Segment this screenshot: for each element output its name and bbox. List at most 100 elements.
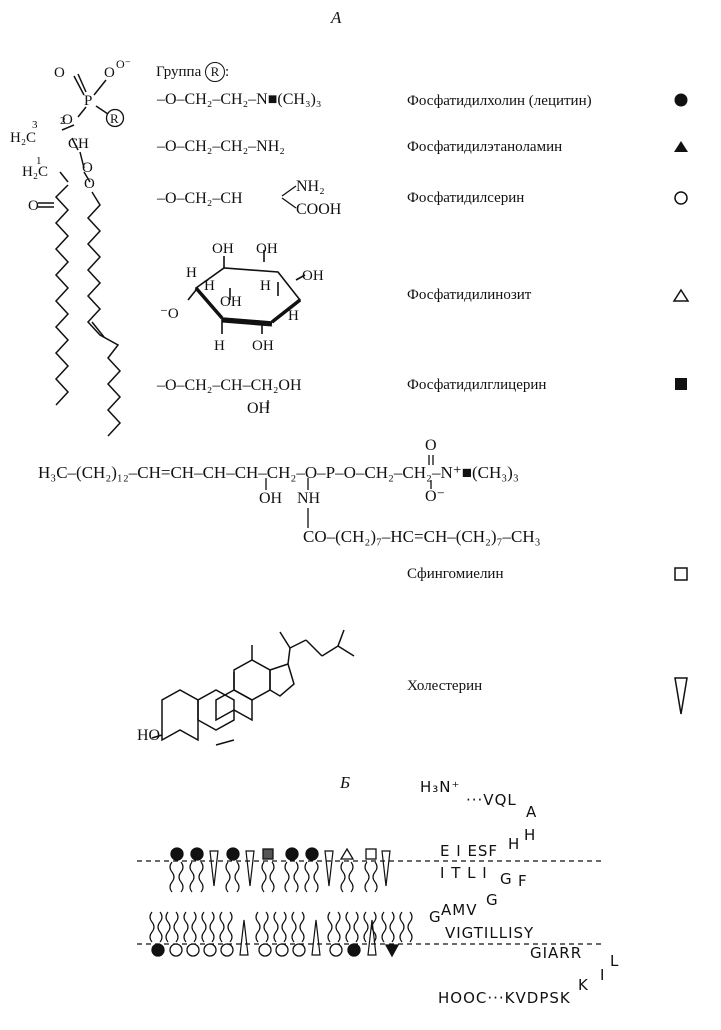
name-cholesterol: Холестерин bbox=[407, 678, 483, 694]
glycerol-c1: H₂C bbox=[22, 164, 48, 180]
peptide-segment: H bbox=[508, 835, 521, 853]
head-phosphatidylserine bbox=[203, 943, 217, 957]
outer-cholesterol-cones bbox=[209, 850, 391, 887]
peptide-segment: G bbox=[500, 870, 513, 888]
group-header-text: Группа bbox=[156, 64, 202, 80]
outer-leaflet-heads bbox=[170, 847, 377, 861]
inositol-oh-4: OH bbox=[220, 294, 242, 310]
head-phosphatidylcholine bbox=[305, 847, 319, 861]
glycerol-c3: H₂C bbox=[10, 130, 36, 146]
name-phosphatidylethanolamine: Фосфатидилэтаноламин bbox=[407, 139, 563, 155]
sphingomyelin-p-o-top: O bbox=[425, 437, 437, 454]
inositol-ring bbox=[187, 250, 306, 334]
head-phosphatidylserine bbox=[292, 943, 306, 957]
peptide-segment: H₃N⁺ bbox=[420, 778, 461, 796]
peptide-segment: F bbox=[518, 872, 528, 890]
peptide-segment: ···VQL bbox=[466, 791, 517, 809]
peptide-segment: A bbox=[526, 803, 538, 821]
inositol-oh-3: OH bbox=[302, 268, 324, 284]
carbonyl-o1: O bbox=[28, 198, 39, 214]
glycerol-c2: CH bbox=[68, 136, 89, 152]
inositol-h-1: H bbox=[186, 265, 197, 281]
head-phosphatidylcholine bbox=[151, 943, 165, 957]
peptide-segment: AMV bbox=[441, 901, 478, 919]
legend-open-square bbox=[674, 567, 688, 581]
inositol-h-4: H bbox=[288, 308, 299, 324]
head-phosphatidylinositol bbox=[339, 847, 355, 860]
serine-nh2: NH₂ bbox=[296, 178, 325, 195]
section-label-a: А bbox=[331, 8, 342, 27]
legend-filled-square bbox=[675, 378, 687, 390]
phosphate-o2: O bbox=[104, 65, 115, 81]
peptide-segment: L bbox=[610, 952, 620, 970]
inner-leaflet-tails bbox=[149, 911, 413, 943]
peptide-segment: GIARR bbox=[530, 944, 583, 962]
peptide-segment: G bbox=[486, 891, 499, 909]
head-phosphatidylcholine bbox=[170, 847, 184, 861]
peptide-segment: HOOC···KVDPSK bbox=[438, 989, 571, 1007]
formula-phosphatidylethanolamine: –O–CH₂–CH₂–NH₂ bbox=[157, 138, 285, 155]
section-label-b: Б bbox=[340, 773, 351, 792]
legend-open-circle bbox=[674, 191, 688, 205]
ester-o2: O bbox=[84, 176, 95, 192]
inositol-oh-5: OH bbox=[252, 338, 274, 354]
peptide-segment: I bbox=[600, 966, 606, 984]
inositol-o-minus: ⁻O bbox=[160, 306, 179, 322]
fatty-acid-chain-1 bbox=[54, 184, 70, 406]
head-phosphatidylcholine bbox=[190, 847, 204, 861]
phosphate-o-minus: O⁻ bbox=[116, 57, 131, 71]
fatty-acid-chain-2 bbox=[86, 191, 122, 437]
legend-filled-circle bbox=[674, 93, 688, 107]
sphingomyelin-formula-main: H₃C–(CH₂)₁₂–CH=CH–CH–CH–CH₂–O–P–O–CH₂–CH… bbox=[38, 463, 519, 482]
group-r-symbol: R bbox=[205, 62, 225, 82]
head-phosphatidylserine bbox=[258, 943, 272, 957]
head-phosphatidylethanolamine bbox=[384, 944, 400, 958]
peptide-segment: H bbox=[524, 826, 537, 844]
cholesterol-skeleton bbox=[151, 629, 355, 746]
head-phosphatidylcholine bbox=[226, 847, 240, 861]
phosphate-r-circle bbox=[105, 108, 125, 128]
legend-filled-triangle bbox=[674, 141, 688, 152]
formula-phosphatidylcholine: –O–CH₂–CH₂–N■(CH₃)₃ bbox=[157, 91, 322, 108]
peptide-segment: I T L I bbox=[440, 864, 488, 882]
glycerol-oh: OH bbox=[247, 400, 271, 417]
glycerol-c1-number: 1 bbox=[36, 155, 42, 167]
head-phosphatidylcholine bbox=[347, 943, 361, 957]
name-phosphatidylcholine: Фосфатидилхолин (лецитин) bbox=[407, 93, 592, 109]
peptide-segment: G bbox=[429, 908, 442, 926]
serine-cooh: COOH bbox=[296, 201, 342, 218]
ester-o1: O bbox=[82, 160, 93, 176]
inositol-oh-1: OH bbox=[212, 241, 234, 257]
sphingomyelin-p-o-bottom: O⁻ bbox=[425, 488, 445, 505]
head-phosphatidylserine bbox=[329, 943, 343, 957]
name-phosphatidylinositol: Фосфатидилинозит bbox=[407, 287, 532, 303]
inositol-oh-2: OH bbox=[256, 241, 278, 257]
name-phosphatidylserine: Фосфатидилсерин bbox=[407, 190, 525, 206]
head-phosphatidylglycerol bbox=[262, 848, 274, 860]
peptide-segment: K bbox=[578, 976, 589, 994]
phosphate-o1: O bbox=[54, 65, 65, 81]
sphingomyelin-formula-chain: CO–(CH₂)₇–HC=CH–(CH₂)₇–CH₃ bbox=[303, 527, 541, 546]
inner-leaflet-heads bbox=[151, 943, 400, 958]
legend-open-triangle bbox=[672, 288, 690, 302]
head-phosphatidylcholine bbox=[285, 847, 299, 861]
legend-cone bbox=[674, 677, 688, 715]
formula-phosphatidylglycerol: –O–CH₂–CH–CH₂OH bbox=[157, 377, 302, 394]
group-header: Группа R: bbox=[156, 62, 230, 82]
cholesterol-ho: HO bbox=[137, 727, 161, 744]
name-sphingomyelin: Сфингомиелин bbox=[407, 566, 504, 582]
peptide-segment: E I ESF bbox=[440, 842, 499, 860]
outer-leaflet-tails bbox=[169, 861, 378, 893]
glycerol-c3-number: 3 bbox=[32, 119, 38, 131]
name-phosphatidylglycerol: Фосфатидилглицерин bbox=[407, 377, 547, 393]
peptide-segment: VIGTILLISY bbox=[445, 924, 535, 942]
inositol-h-3: H bbox=[260, 278, 271, 294]
phosphate-r-label: R bbox=[110, 111, 119, 126]
inositol-h-2: H bbox=[204, 278, 215, 294]
phosphate-o-link: O bbox=[62, 112, 73, 128]
head-phosphatidylserine bbox=[220, 943, 234, 957]
inner-cholesterol-cones bbox=[239, 919, 377, 956]
sphingomyelin-oh: OH bbox=[259, 490, 283, 507]
inositol-h-5: H bbox=[214, 338, 225, 354]
